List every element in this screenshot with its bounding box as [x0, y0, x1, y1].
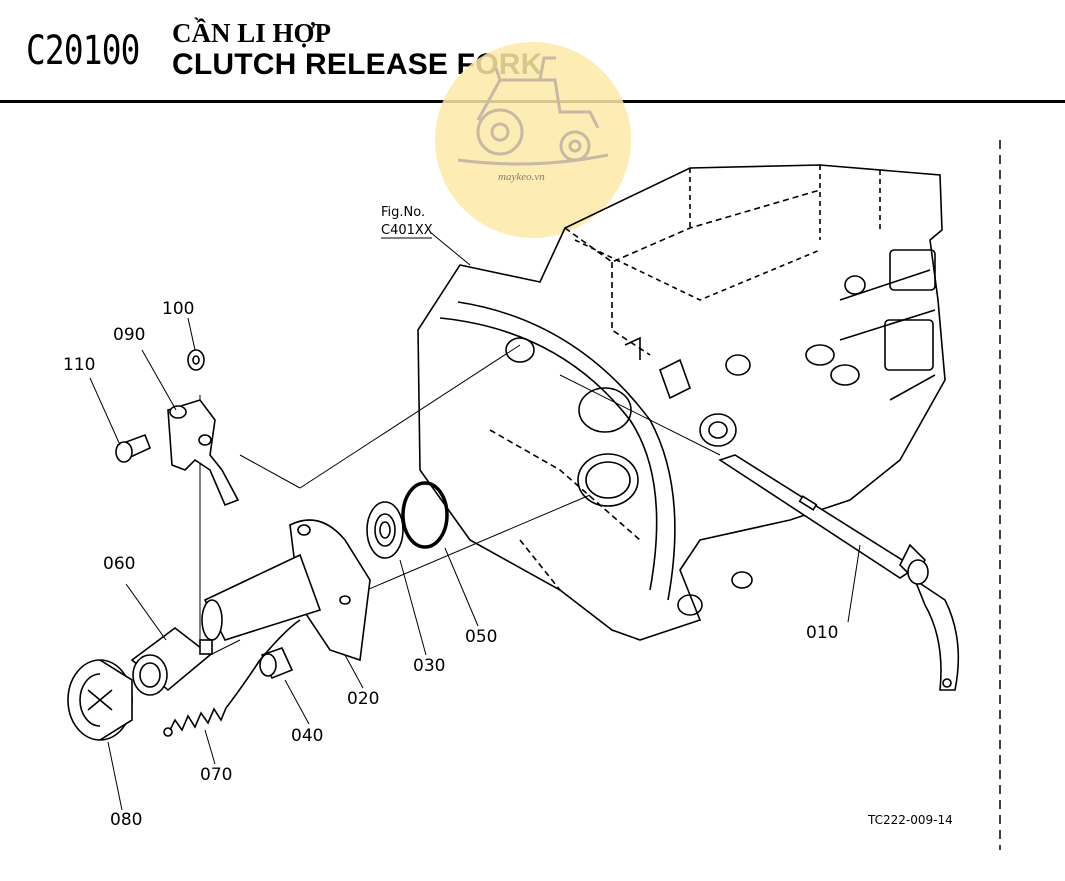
part-label-060: 060 — [103, 554, 135, 574]
part-label-050: 050 — [465, 627, 497, 647]
part-100-washer — [187, 349, 205, 371]
fig-ref-line2: C401XX — [381, 223, 433, 238]
part-label-020: 020 — [347, 689, 379, 709]
fig-ref-leader — [429, 231, 471, 266]
part-label-040: 040 — [291, 726, 323, 746]
part-010-release-shaft — [718, 454, 960, 691]
part-030-bearing — [366, 501, 404, 559]
page-code: C20100 — [26, 28, 140, 74]
part-label-100: 100 — [162, 299, 194, 319]
fig-ref-line1: Fig.No. — [381, 205, 425, 220]
part-020-release-hub — [201, 519, 371, 662]
part-040-bolt — [259, 647, 294, 680]
part-050-o-ring — [401, 481, 449, 549]
transmission-housing — [417, 164, 946, 641]
part-070-spring — [163, 619, 301, 737]
watermark: maykeo.vn — [435, 42, 631, 238]
part-label-110: 110 — [63, 355, 95, 375]
part-label-010: 010 — [806, 623, 838, 643]
part-080-release-bearing — [67, 659, 133, 741]
title-vietnamese: CẦN LI HỢP — [172, 18, 332, 48]
part-label-070: 070 — [200, 765, 232, 785]
part-110-bolt — [115, 433, 152, 463]
part-label-090: 090 — [113, 325, 145, 345]
part-label-030: 030 — [413, 656, 445, 676]
drawing-code: TC222-009-14 — [867, 813, 953, 827]
assembly-lines — [199, 344, 721, 661]
part-060-sleeve — [130, 626, 213, 696]
watermark-text: maykeo.vn — [498, 171, 545, 183]
tractor-icon — [457, 56, 609, 166]
part-090-lever — [167, 399, 240, 507]
part-label-080: 080 — [110, 810, 142, 830]
leader-lines — [89, 317, 861, 811]
